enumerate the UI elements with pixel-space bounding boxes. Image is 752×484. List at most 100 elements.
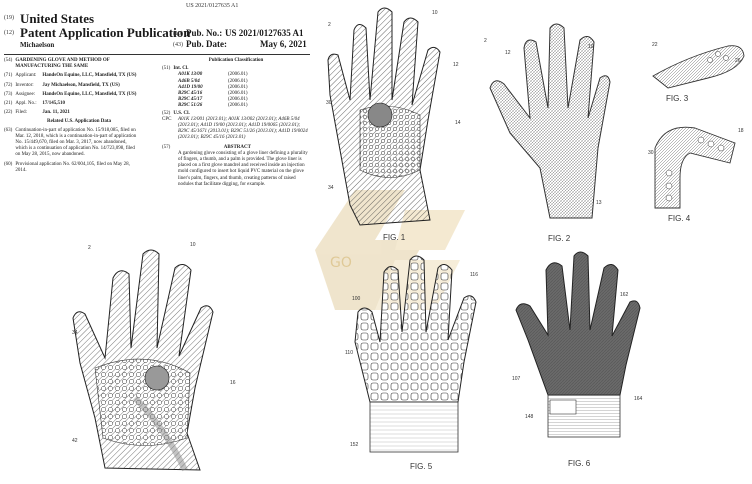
inventor-value: Jay Michaelson, Mansfield, TX (US) [42, 82, 120, 88]
intcl-year-item: (2006.01) [228, 103, 248, 109]
intcl-label: Int. Cl. [173, 66, 189, 72]
pub-no-label: Pub. No.: [186, 28, 223, 38]
top-doc-id: US 2021/0127635 A1 [186, 3, 239, 9]
ref-numeral: 2 [88, 245, 91, 251]
ref-numeral: 30 [326, 100, 332, 106]
assignee-label: Assignee: [15, 91, 36, 97]
provisional-text: Provisional application No. 62/004,105, … [15, 161, 130, 173]
ref-numeral: 10 [588, 44, 594, 50]
intcl-code: (51) [162, 66, 171, 72]
ref-numeral: 14 [455, 120, 461, 126]
ref-numeral: 162 [620, 292, 629, 298]
ref-numeral: 2 [328, 22, 331, 28]
figure-3-label: FIG. 3 [666, 94, 689, 103]
bibliographic-left-column: (54)GARDENING GLOVE AND METHOD OF MANUFA… [4, 58, 154, 174]
intcl-list: A01K 13/00 (2006.01) A46B 5/04 (2006.01) A… [178, 72, 310, 109]
appl-value: 17/145,510 [42, 101, 65, 107]
kind-code: (12) [4, 30, 14, 36]
intcl-code-item: B29C 45/17 [178, 97, 203, 103]
ref-numeral: 100 [352, 296, 361, 302]
ref-numeral: 30 [648, 150, 654, 156]
filed-value: Jan. 11, 2021 [42, 110, 70, 116]
ref-numeral: 34 [328, 185, 334, 191]
intcl-code-item: B29C 45/16 [178, 91, 203, 97]
filed-code: (22) [4, 110, 13, 116]
applicant-label: Applicant: [15, 73, 37, 79]
continuation-code: (63) [4, 127, 13, 133]
figure-1-label: FIG. 1 [383, 233, 406, 242]
cpc-label: CPC [162, 116, 172, 122]
bibliographic-right-column: Publication Classification (51)Int. Cl. … [162, 58, 310, 188]
intcl-year-item: (2006.01) [228, 91, 248, 97]
related-heading: Related U.S. Application Data [46, 119, 112, 125]
author-name: Michaelson [20, 41, 55, 49]
pub-no-value: US 2021/0127635 A1 [225, 28, 304, 38]
ref-numeral: 2 [484, 38, 487, 44]
publication-type-title: Patent Application Publication [20, 25, 191, 40]
ref-numeral: 10 [432, 10, 438, 16]
intcl-code-item: B29C 51/26 [178, 103, 203, 109]
figure-6-drawing [515, 251, 641, 438]
ref-numeral: 34 [72, 330, 78, 336]
inventor-label: Inventor: [15, 82, 34, 88]
ref-numeral: 26 [735, 58, 741, 64]
appl-code: (21) [4, 101, 13, 107]
ref-numeral: 116 [470, 272, 478, 278]
invention-title: GARDENING GLOVE AND METHOD OF MANUFACTUR… [15, 58, 110, 70]
title-code: (54) [4, 58, 13, 63]
bottom-left-glove-drawing [72, 249, 214, 472]
abstract-heading: ABSTRACT [223, 144, 251, 150]
ref-numeral: 18 [738, 128, 744, 134]
intcl-code-item: A41D 19/00 [178, 84, 203, 90]
figure-5-drawing [354, 255, 477, 453]
figure-3-drawing [652, 45, 745, 89]
country-code: (19) [4, 15, 14, 21]
figure-6-label: FIG. 6 [568, 459, 591, 468]
ref-numeral: 22 [652, 42, 658, 48]
ref-numeral: 10 [190, 242, 196, 248]
figure-2-label: FIG. 2 [548, 234, 571, 243]
intcl-year-item: (2006.01) [228, 97, 248, 103]
cpc-text: A01K 13/001 (2013.01); A01K 13/002 (2013… [178, 116, 308, 141]
inventor-code: (72) [4, 82, 13, 88]
pub-no-code: (10) [173, 31, 183, 37]
country-title: United States [20, 11, 95, 26]
applicant-code: (71) [4, 73, 13, 79]
pub-date-code: (43) [173, 42, 183, 48]
assignee-value: HandsOn Equine, LLC, Mansfield, TX (US) [42, 91, 137, 97]
appl-label: Appl. No.: [15, 101, 37, 107]
figure-4-label: FIG. 4 [668, 214, 691, 223]
intcl-year-item: (2006.01) [228, 84, 248, 90]
applicant-value: HandsOn Equine, LLC, Mansfield, TX (US) [42, 73, 137, 79]
ref-numeral: 110 [345, 350, 353, 356]
filed-label: Filed: [15, 110, 28, 116]
intcl-code-item: A01K 13/00 [178, 72, 203, 78]
figure-2-drawing [489, 23, 611, 219]
abstract-code: (57) [162, 144, 171, 150]
watermark-text: GO [330, 255, 352, 271]
continuation-text: Continuation-in-part of application No. … [15, 127, 137, 158]
figure-1-drawing [327, 7, 441, 226]
intcl-year-item: (2006.01) [228, 78, 248, 84]
uscl-code: (52) [162, 110, 171, 116]
pub-date-value: May 6, 2021 [260, 39, 307, 49]
ref-numeral: 12 [505, 50, 511, 56]
header-rule [4, 54, 310, 55]
assignee-code: (73) [4, 91, 13, 97]
ref-numeral: 107 [512, 376, 521, 382]
figure-4-drawing [654, 126, 736, 209]
ref-numeral: 164 [634, 396, 643, 402]
intcl-year-item: (2006.01) [228, 72, 248, 78]
ref-numeral: 13 [596, 200, 602, 206]
ref-numeral: 152 [350, 442, 359, 448]
ref-numeral: 12 [453, 62, 459, 68]
pubclass-heading: Publication Classification [208, 58, 264, 63]
pub-date-label: Pub. Date: [186, 39, 227, 49]
ref-numeral: 148 [525, 414, 534, 420]
abstract-text: A gardening glove consisting of a glove … [178, 150, 308, 187]
intcl-code-item: A46B 5/04 [178, 78, 200, 84]
uscl-label: U.S. Cl. [173, 110, 190, 116]
ref-numeral: 16 [230, 380, 236, 386]
provisional-code: (60) [4, 161, 13, 167]
ref-numeral: 42 [72, 438, 78, 444]
